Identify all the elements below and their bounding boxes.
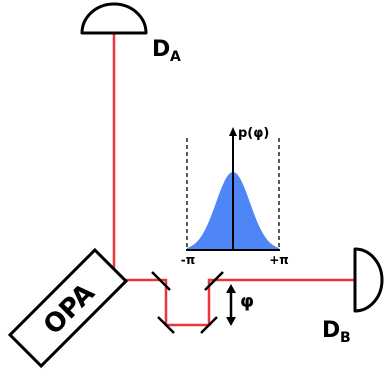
detector-b-subscript: B: [340, 330, 351, 346]
phase-arrow-up-icon: [226, 284, 236, 293]
mirrors: [151, 271, 224, 334]
detector-a-label: D: [152, 37, 170, 62]
opa-source: OPA: [7, 247, 129, 369]
xmin-label: -π: [181, 253, 195, 267]
beam-delay-loop: [160, 278, 215, 327]
mirror-3: [200, 316, 218, 334]
detector-b-icon: [353, 247, 384, 313]
phase-label: φ: [240, 291, 254, 312]
detector-a-icon: [80, 2, 148, 35]
detector-b-label: D: [322, 318, 340, 343]
detector-a: D A: [80, 2, 181, 65]
detector-a-subscript: A: [170, 49, 181, 65]
mirror-2: [157, 316, 175, 334]
y-axis-arrow-icon: [229, 127, 237, 136]
mirror-4: [204, 271, 224, 291]
detector-b: D B: [322, 247, 384, 346]
mirror-1: [151, 271, 171, 291]
phase-distribution-plot: p(φ) -π +π: [181, 126, 289, 267]
xmax-label: +π: [269, 253, 289, 267]
opa-box: [7, 247, 129, 369]
phase-arrow-down-icon: [226, 317, 236, 326]
plot-ylabel: p(φ): [238, 126, 269, 141]
phase-shift-indicator: φ: [226, 284, 254, 326]
